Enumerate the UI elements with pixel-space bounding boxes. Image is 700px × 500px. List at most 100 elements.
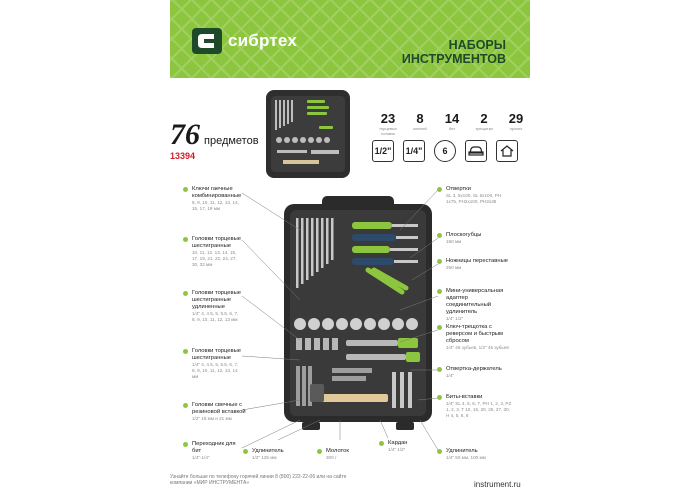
callout-dot	[379, 441, 384, 446]
spec-item: 29 прочих	[500, 112, 532, 136]
callout-text: 300 г	[326, 455, 337, 460]
callout-text: 1/4" 1/2"	[388, 447, 406, 452]
callout-combination-wrenches: Ключи гаечные комбинированные 8, 9, 10, …	[183, 186, 242, 212]
spec-label: бит	[448, 126, 456, 131]
home-icon	[496, 140, 518, 162]
spec-value: 8	[416, 111, 424, 126]
callout-text: 1/4" 1/2"	[446, 316, 464, 321]
item-count-number: 76	[170, 118, 200, 151]
spec-list: 23 торцевых головок 8 ключей 14 бит 2 тр…	[372, 111, 532, 137]
callout-pliers: Плоскогубцы 160 мм	[437, 232, 510, 245]
callout-text: 1/4" 4, 4.5, 5, 5.5, 6, 7, 8, 9, 10, 11,…	[192, 362, 239, 379]
callout-extension-quarter-inch: Удлинитель 1/4" 50 мм, 100 мм	[437, 448, 514, 461]
callout-title: Отвертка-держатель	[446, 366, 502, 372]
spec-label: прочих	[509, 126, 523, 131]
callout-dot	[183, 187, 188, 192]
callout-title: Головки торцевые шестигранные удлиненные	[192, 290, 241, 310]
callout-text: 1/4" 50 мм, 100 мм	[446, 455, 486, 460]
callout-text: SL 3, 5x100, SL 6x100, PH 1x75, PH2x100,…	[446, 193, 502, 204]
callout-dot	[183, 403, 188, 408]
callout-dot	[183, 237, 188, 242]
article-number: 13394	[170, 151, 196, 161]
callout-dot	[437, 325, 442, 330]
callout-title: Удлинитель	[252, 448, 284, 454]
callout-text: 250 мм	[446, 265, 462, 270]
callout-ratchet: Ключ-трещотка с реверсом и быстрым сброс…	[437, 324, 514, 351]
callout-universal-joint: Кардан 1/4" 1/2"	[379, 440, 424, 453]
spec-value: 23	[380, 111, 396, 126]
banner-title-line2: ИНСТРУМЕНТОВ	[401, 52, 506, 66]
callout-title: Отвертки	[446, 186, 471, 192]
spec-value: 29	[508, 111, 524, 126]
brand-name: сибртех	[228, 31, 297, 50]
callout-title: Переходник для бит	[192, 441, 236, 454]
callout-title: Молоток	[326, 448, 349, 454]
callout-title: Плоскогубцы	[446, 232, 482, 238]
callout-title: Ключи гаечные комбинированные	[192, 186, 242, 199]
callout-title: Головки торцевые шестигранные	[192, 348, 241, 361]
callout-extension-half-inch: Удлинитель 1/2" 125 мм	[243, 448, 302, 461]
callout-hex-sockets: Головки торцевые шестигранные 10, 11, 12…	[183, 236, 242, 268]
callout-title: Головки торцевые шестигранные	[192, 236, 241, 249]
website-url[interactable]: instrument.ru	[474, 480, 521, 489]
callout-text: 1/2" 125 мм	[252, 455, 277, 460]
callout-bit-adapter: Переходник для бит 1/4"-1/4"	[183, 441, 240, 461]
callout-text: 8, 9, 10, 11, 12, 13, 14, 15, 17, 19 мм	[192, 200, 239, 211]
spec-item: 8 ключей	[404, 112, 436, 136]
callout-dot	[437, 233, 442, 238]
callout-dot	[437, 367, 442, 372]
callout-adapter: Мини-универсальная адаптер соединительны…	[437, 288, 514, 322]
spec-label: трещотки	[475, 126, 493, 131]
callout-title: Головки свечные с резиновой вставкой	[192, 402, 246, 415]
car-icon	[465, 140, 487, 162]
callout-dot	[437, 259, 442, 264]
callout-title: Кардан	[388, 440, 408, 446]
spec-value: 2	[480, 111, 488, 126]
callout-dot	[183, 442, 188, 447]
item-count: 76 предметов	[170, 118, 259, 152]
badge-hex-six: 6	[434, 140, 456, 162]
spec-item: 23 торцевых головок	[372, 111, 404, 137]
callout-title: Ножницы переставные	[446, 258, 508, 264]
badge-half-inch: 1/2"	[372, 140, 394, 162]
callout-dot	[317, 449, 322, 454]
callout-screwdrivers: Отвертки SL 3, 5x100, SL 6x100, PH 1x75,…	[437, 186, 510, 205]
callout-title: Удлинитель	[446, 448, 478, 454]
brand-logo: сибртех	[192, 28, 297, 54]
callout-text: 1/2" 16 мм и 21 мм	[192, 416, 232, 421]
callout-bits: Биты-вставки 1/4" SL 4, 5, 6, 7, PH 1, 2…	[437, 394, 514, 419]
spec-item: 14 бит	[436, 112, 468, 136]
callout-text: 1/4" 4, 4.5, 5, 5.5, 6, 7, 8, 9, 10, 11,…	[192, 311, 239, 322]
feature-badges: 1/2" 1/4" 6	[372, 140, 527, 162]
callout-quarter-sockets: Головки торцевые шестигранные 1/4" 4, 4.…	[183, 348, 242, 380]
callout-text: 160 мм	[446, 239, 462, 244]
footer-note: Узнайте больше по телефону горячей линии…	[170, 474, 347, 486]
item-count-label: предметов	[204, 135, 259, 147]
callout-text: 1/4"	[446, 373, 455, 378]
callout-dot	[437, 289, 442, 294]
callout-text: 1/4" 45 зубьев, 1/2" 45 зубьев	[446, 345, 509, 350]
spec-label: ключей	[413, 126, 427, 131]
spec-label: торцевых головок	[379, 126, 397, 136]
callout-bit-holder-screwdriver: Отвертка-держатель 1/4"	[437, 366, 510, 379]
callout-dot	[183, 291, 188, 296]
spec-item: 2 трещотки	[468, 112, 500, 136]
callout-deep-hex-sockets: Головки торцевые шестигранные удлиненные…	[183, 290, 242, 323]
callout-dot	[437, 395, 442, 400]
callout-title: Биты-вставки	[446, 394, 483, 400]
callout-dot	[437, 187, 442, 192]
brand-logo-icon	[192, 28, 222, 54]
badge-quarter-inch: 1/4"	[403, 140, 425, 162]
brand-banner: сибртех НАБОРЫ ИНСТРУМЕНТОВ	[170, 0, 530, 78]
callout-spark-plug-sockets: Головки свечные с резиновой вставкой 1/2…	[183, 402, 258, 422]
callout-title: Мини-универсальная адаптер соединительны…	[446, 288, 504, 315]
callout-text: 1/4" SL 4, 5, 6, 7, PH 1, 2, 3, PZ 1, 2,…	[446, 401, 512, 418]
banner-title-line1: НАБОРЫ	[448, 38, 506, 52]
spec-value: 14	[444, 111, 460, 126]
callout-dot	[243, 449, 248, 454]
tool-case-image	[284, 196, 432, 430]
product-thumbnail	[266, 90, 350, 178]
callout-dot	[183, 349, 188, 354]
callout-dot	[437, 449, 442, 454]
